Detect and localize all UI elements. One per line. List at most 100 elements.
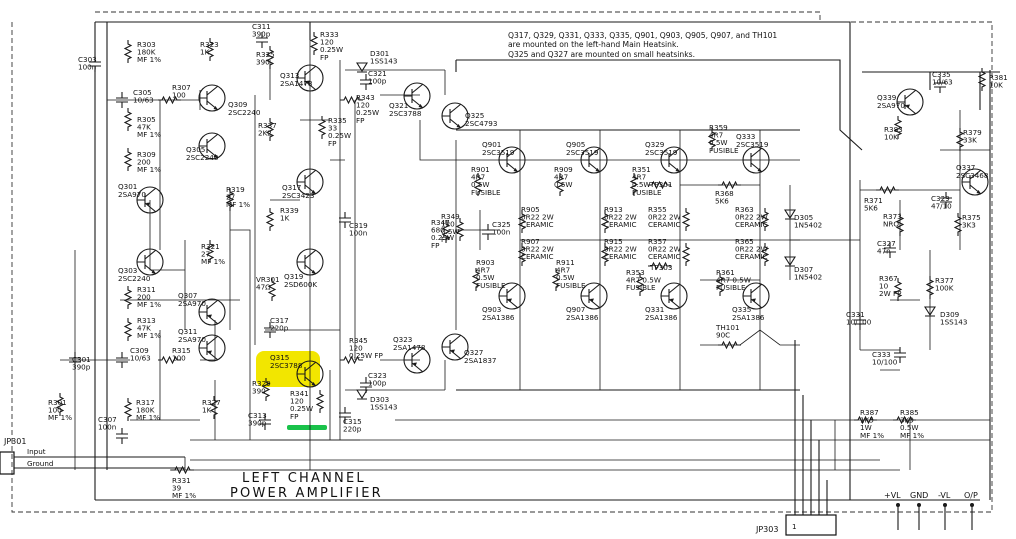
transistor-part-label: 2SC3519	[645, 148, 678, 157]
transistor-leads	[499, 283, 519, 309]
component-label: 10/100	[846, 318, 872, 327]
resistor-symbol	[473, 173, 483, 196]
transistor-part-label: 2SA1478	[393, 343, 426, 352]
resistor-symbol	[340, 95, 363, 105]
component-label: 4R7	[471, 173, 485, 182]
resistor-symbol	[718, 180, 741, 190]
resistor-symbol	[600, 243, 610, 266]
capacitor-symbol	[259, 414, 271, 430]
transistor-ref-label: Q301	[118, 182, 137, 191]
component-label: 10K	[989, 81, 1003, 90]
transistor-part-label: 2SD600K	[284, 280, 317, 289]
component-label: 0R22 2W	[735, 213, 768, 222]
component-label: 27	[201, 250, 210, 259]
component-label: R343	[356, 93, 375, 102]
component-label: 120	[349, 344, 363, 353]
transistor-leads	[199, 335, 219, 361]
diode-symbol	[784, 209, 796, 220]
resistor-symbol	[635, 273, 645, 296]
transistor-ref-label: Q325	[465, 111, 484, 120]
component-label: FUSIBLE	[626, 283, 656, 292]
resistor-symbol	[854, 415, 877, 425]
ground-label: Ground	[27, 459, 53, 468]
jp303-connector: JP303 1	[755, 340, 837, 536]
component-label: C329	[931, 194, 950, 203]
component-label: MF 1%	[136, 413, 160, 422]
transistor-leads	[499, 147, 519, 173]
component-label: 1SS143	[370, 403, 397, 412]
resistor-symbol	[123, 398, 133, 421]
component-label: R313	[137, 316, 156, 325]
input-label: Input	[27, 447, 46, 456]
terminal-minus-vl: -VL	[938, 491, 951, 500]
component-label: 390p	[248, 419, 267, 428]
component-label: R377	[935, 276, 954, 285]
component-label: CERAMIC	[604, 252, 637, 261]
component-label: R309	[137, 150, 156, 159]
component-label: 100	[48, 406, 62, 415]
component-label: MF 1%	[860, 431, 884, 440]
component-label: 0.5W	[900, 423, 919, 432]
transistor-ref-label: Q329	[645, 140, 665, 149]
component-label: R347	[431, 218, 450, 227]
transistor-leads	[199, 299, 219, 325]
pnp-arrow-icon	[208, 314, 212, 318]
transistor-ref-label: Q303	[118, 266, 137, 275]
component-label: R375	[962, 213, 981, 222]
resistor-symbol	[158, 95, 181, 105]
resistor-symbol	[205, 38, 215, 61]
component-label: R311	[137, 285, 156, 294]
component-label: 47Ω	[256, 283, 271, 292]
component-label: FUSIBLE	[476, 281, 506, 290]
component-label: CERAMIC	[604, 220, 637, 229]
component-label: 0.25W FP	[349, 351, 384, 360]
component-label: 0.5W	[632, 180, 651, 189]
npn-arrow-icon	[675, 168, 680, 172]
resistor-symbol	[517, 243, 527, 266]
pnp-arrow-icon	[413, 362, 417, 366]
transistor-leads	[442, 103, 462, 129]
transistor-part-label: 2SC3468	[956, 171, 989, 180]
component-label: R381	[989, 73, 1008, 82]
pnp-arrow-icon	[146, 202, 150, 206]
resistor-symbol	[317, 116, 327, 139]
component-label: R371	[864, 196, 883, 205]
resistor-symbol	[893, 116, 903, 139]
npn-arrow-icon	[213, 106, 218, 110]
transistor-part-label: 2SC2240	[186, 153, 219, 162]
capacitor-symbol	[69, 352, 81, 368]
resistor-symbol	[893, 415, 916, 425]
resistor-symbol	[340, 355, 363, 365]
resistor-symbol	[707, 128, 717, 151]
component-label: 200	[137, 293, 151, 302]
transistor-leads	[199, 133, 219, 159]
